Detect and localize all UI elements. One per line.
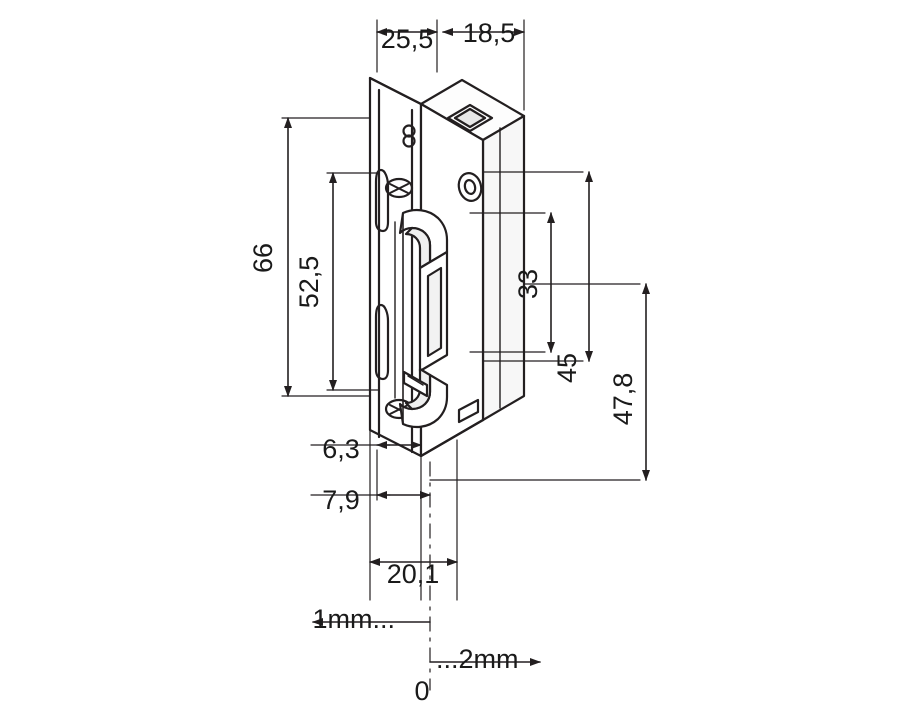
label-20-1: 20,1 [387,559,440,589]
label-45: 45 [552,353,582,383]
label-25-5: 25,5 [381,24,434,54]
dimension-lines [284,28,650,666]
label-66: 66 [248,243,278,273]
label-zero: 0 [414,676,429,706]
mounting-hole [457,172,483,202]
upper-screw [384,177,414,199]
latch-keeper [394,208,449,429]
label-18-5: 18,5 [463,18,516,48]
label-33: 33 [513,269,543,299]
label-6-3: 6,3 [322,434,360,464]
label-2mm: ...2mm [436,644,519,674]
label-1mm: 1mm... [312,604,395,634]
label-47-8: 47,8 [608,373,638,426]
label-52-5: 52,5 [294,256,324,309]
label-7-9: 7,9 [322,485,360,515]
strike-body [368,76,526,458]
dimension-labels: 25,5 18,5 66 52,5 33 45 47,8 6,3 7,9 20,… [248,18,638,706]
